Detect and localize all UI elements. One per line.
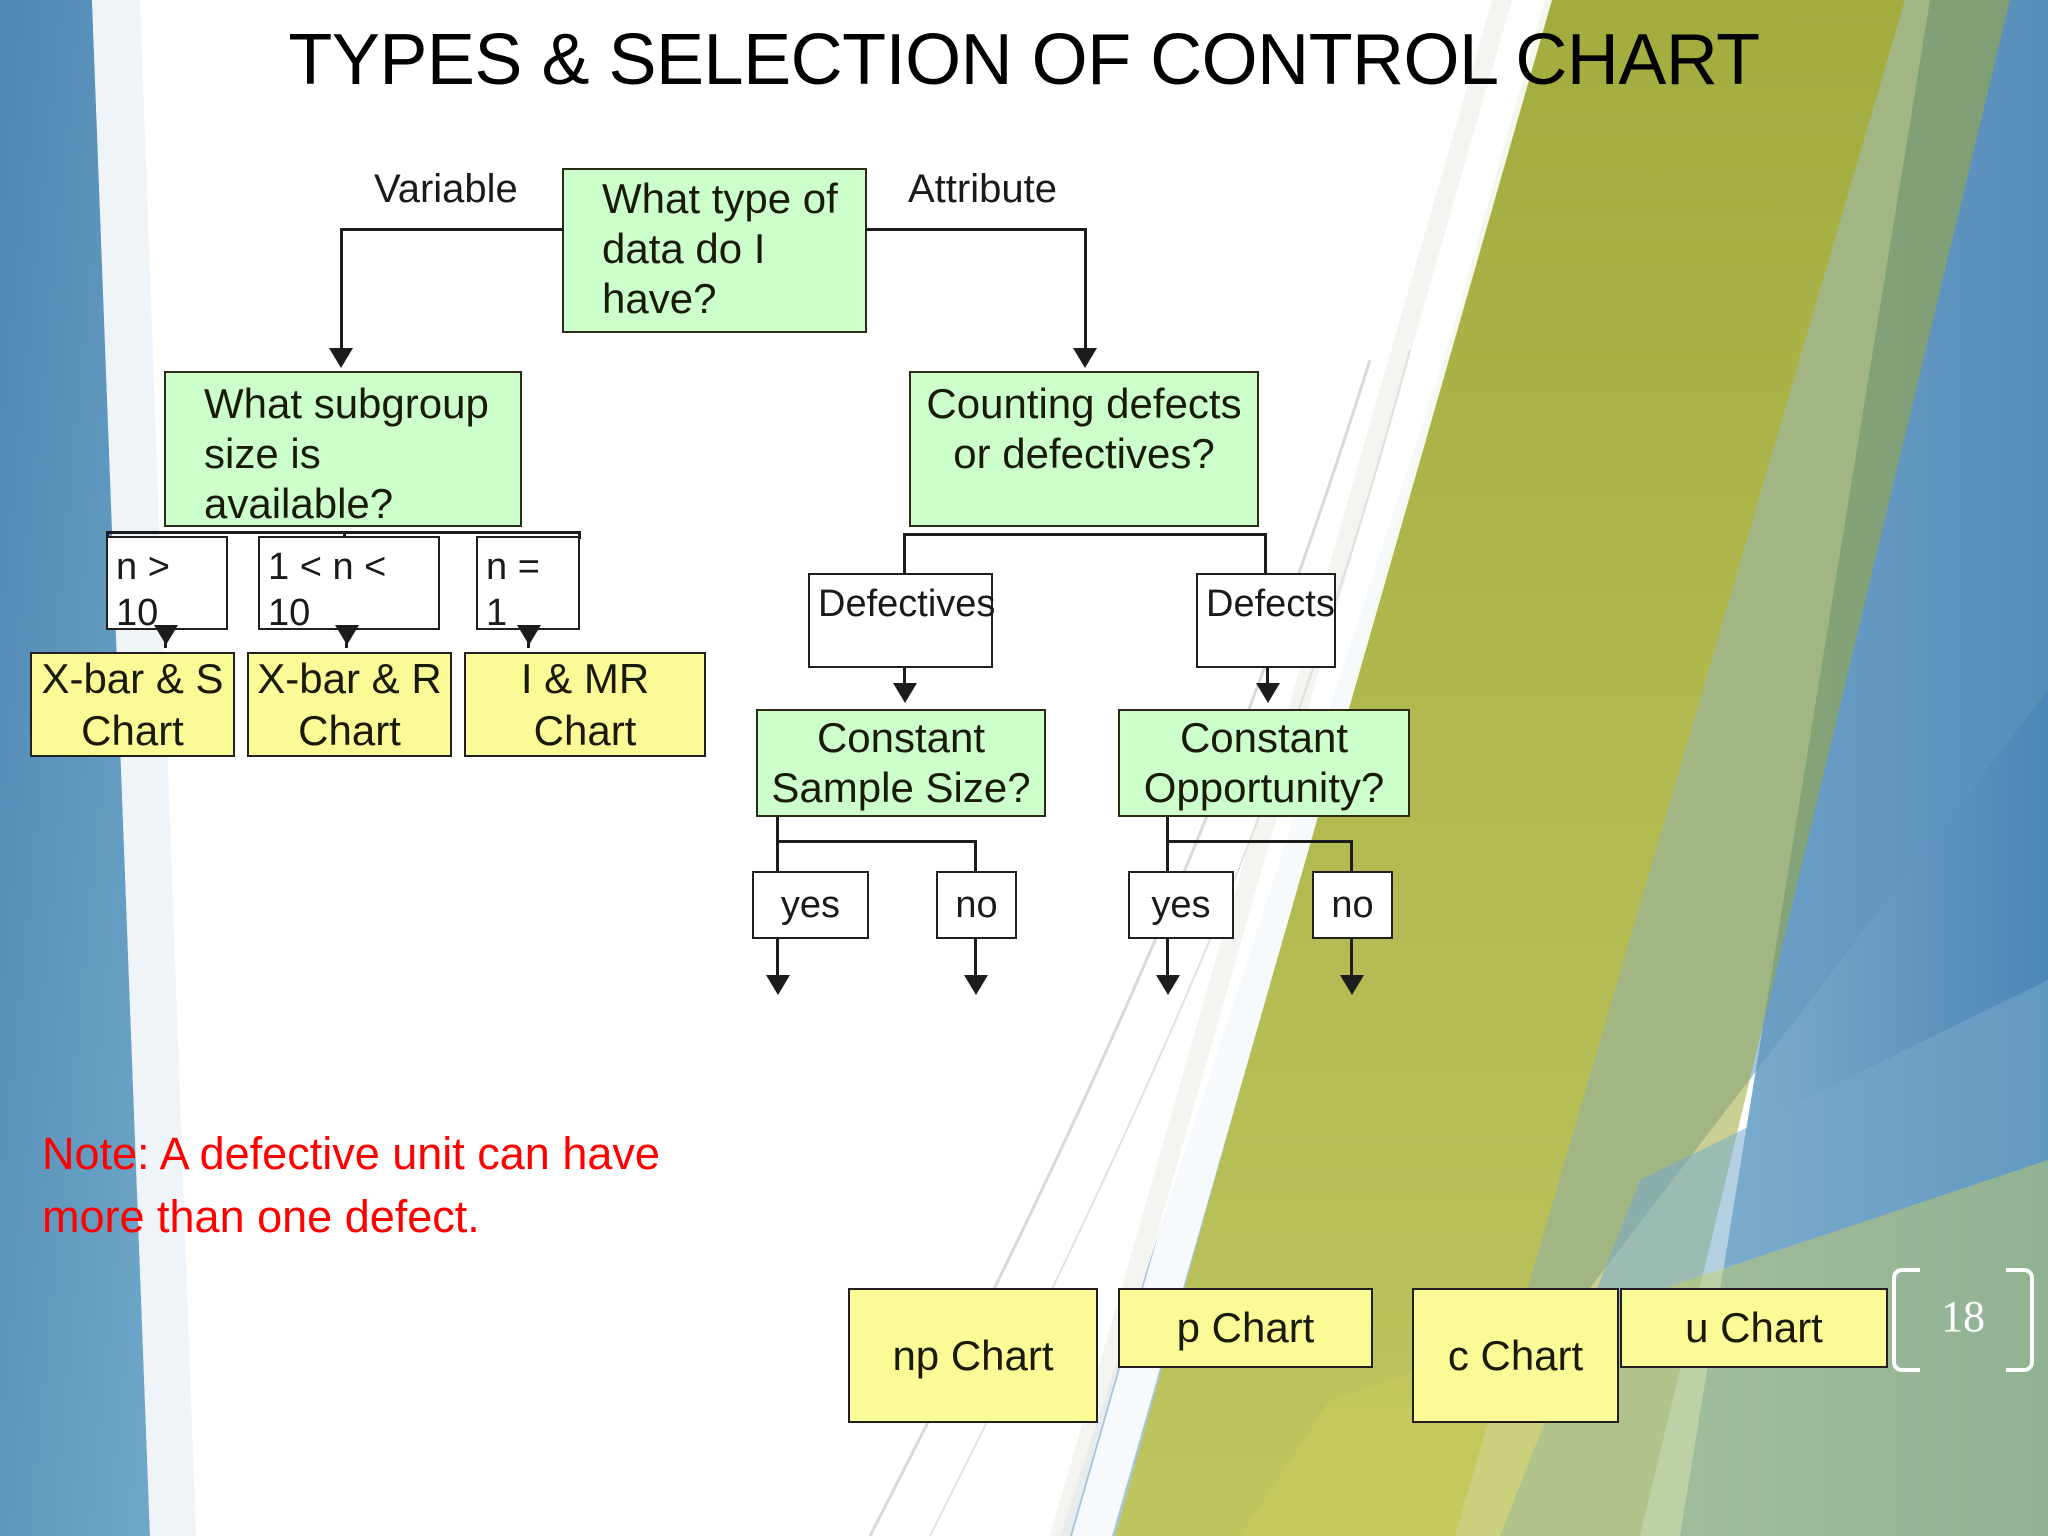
result-box-p-chart[interactable]: p Chart [1118, 1288, 1373, 1368]
arrowhead-defectives [893, 683, 917, 703]
connector-subgroup-split-v3 [578, 531, 581, 539]
connector-root-left-v [340, 228, 343, 353]
result-box-np-chart[interactable]: np Chart [848, 1288, 1098, 1423]
condition-box-n-gt-10[interactable]: n > 10 [106, 536, 228, 634]
answer-box-yes-opportunity[interactable]: yes [1128, 871, 1234, 939]
result-box-xbar-r-chart[interactable]: X-bar & R Chart [247, 652, 452, 757]
connector-co-split-v1 [1166, 817, 1169, 840]
connector-subgroup-split-v2 [343, 531, 346, 539]
connector-co-split-v3 [1350, 840, 1353, 872]
arrowhead-c [1156, 975, 1180, 995]
bracket-left-icon [1892, 1268, 1920, 1372]
connector-root-right-v [1084, 228, 1087, 353]
arrowhead-cond1 [154, 625, 178, 645]
arrowhead-u [1340, 975, 1364, 995]
connector-css-split-v3 [974, 840, 977, 872]
connector-yes-c [1166, 939, 1169, 991]
connector-subgroup-split-v1 [106, 531, 109, 539]
condition-box-n-eq-1[interactable]: n = 1 [476, 536, 580, 634]
page-number-value: 18 [1941, 1291, 1985, 1341]
result-box-c-chart[interactable]: c Chart [1412, 1288, 1619, 1423]
arrowhead-root-left [329, 348, 353, 368]
result-box-i-mr-chart[interactable]: I & MR Chart [464, 652, 706, 757]
connector-root-right-h [865, 228, 1087, 231]
page-title: TYPES & SELECTION OF CONTROL CHART [288, 20, 1760, 100]
connector-co-split-v2 [1166, 840, 1169, 872]
branch-label-attribute: Attribute [908, 167, 1057, 211]
arrowhead-cond3 [517, 625, 541, 645]
note-text: Note: A defective unit can have more tha… [42, 1128, 660, 1242]
category-box-defectives[interactable]: Defectives [808, 573, 995, 668]
condition-box-1-lt-n-lt-10[interactable]: 1 < n < 10 [258, 536, 440, 634]
result-box-u-chart[interactable]: u Chart [1620, 1288, 1888, 1368]
answer-box-no-sample-size[interactable]: no [936, 871, 1017, 939]
connector-co-split-h [1166, 840, 1352, 843]
arrowhead-defects [1256, 683, 1280, 703]
node-counting-question[interactable]: Counting defects or defectives? [909, 371, 1259, 527]
category-box-defects[interactable]: Defects [1196, 573, 1336, 668]
bracket-right-icon [2006, 1268, 2034, 1372]
connector-counting-split-v1 [903, 533, 906, 575]
connector-css-split-v2 [776, 840, 779, 872]
connector-no-u [1350, 939, 1353, 991]
subquestion-constant-sample-size[interactable]: Constant Sample Size? [756, 709, 1046, 817]
arrowhead-p [964, 975, 988, 995]
page-number-badge: 18 [1892, 1268, 2034, 1372]
connector-css-split-v1 [776, 817, 779, 840]
connector-counting-split-h [903, 533, 1266, 536]
node-subgroup-question[interactable]: What subgroup size is available? [164, 371, 522, 527]
connector-yes-np [776, 939, 779, 991]
arrowhead-np [766, 975, 790, 995]
connector-root-left-h [340, 228, 564, 231]
subquestion-constant-opportunity[interactable]: Constant Opportunity? [1118, 709, 1410, 817]
branch-label-variable: Variable [374, 167, 518, 211]
answer-box-no-opportunity[interactable]: no [1312, 871, 1393, 939]
result-box-xbar-s-chart[interactable]: X-bar & S Chart [30, 652, 235, 757]
connector-css-split-h [776, 840, 976, 843]
arrowhead-cond2 [335, 625, 359, 645]
connector-no-p [974, 939, 977, 991]
connector-counting-split-v2 [1264, 533, 1267, 575]
node-root-question[interactable]: What type of data do I have? [562, 168, 867, 333]
arrowhead-root-right [1073, 348, 1097, 368]
answer-box-yes-sample-size[interactable]: yes [752, 871, 869, 939]
